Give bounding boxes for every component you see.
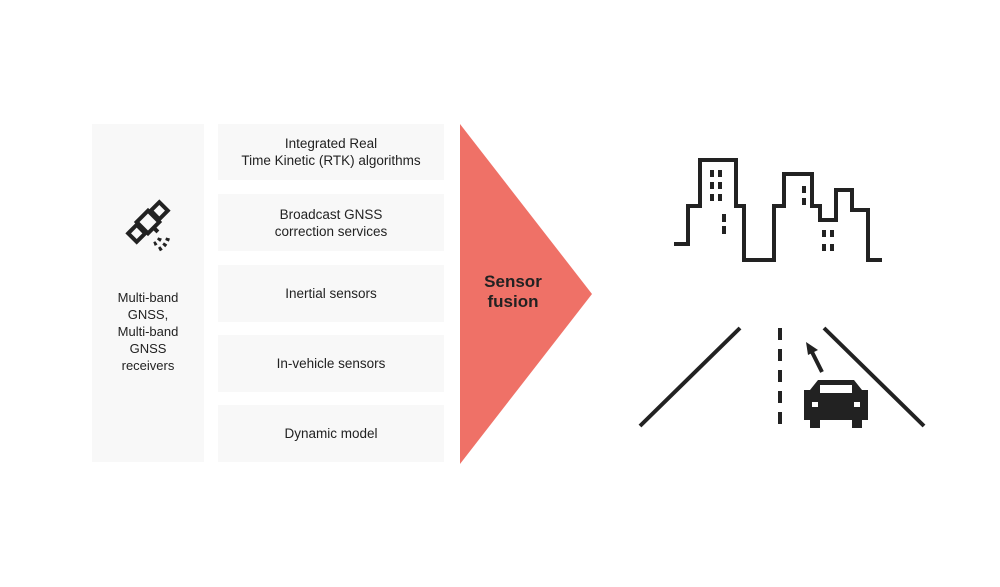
receivers-label-line: GNSS: [129, 341, 167, 356]
receivers-label: Multi-band GNSS, Multi-band GNSS receive…: [92, 289, 204, 374]
input-label-line: Time Kinetic (RTK) algorithms: [241, 153, 421, 168]
road-with-car-icon: [638, 326, 926, 428]
input-box-in-vehicle-sensors: In-vehicle sensors: [218, 335, 444, 392]
city-skyline-icon: [674, 158, 882, 262]
input-label-line: Inertial sensors: [285, 286, 377, 301]
sensor-fusion-label-line: fusion: [487, 292, 539, 311]
satellite-icon: [125, 199, 171, 252]
receivers-panel: Multi-band GNSS, Multi-band GNSS receive…: [92, 124, 204, 462]
sensor-fusion-label-line: Sensor: [484, 272, 542, 291]
input-box-dynamic-model: Dynamic model: [218, 405, 444, 462]
input-label-line: correction services: [274, 223, 388, 239]
receivers-label-line: Multi-band: [117, 324, 179, 339]
input-label-line: Broadcast GNSS: [279, 206, 383, 222]
input-label-line: Dynamic model: [284, 426, 378, 441]
input-box-inertial-sensors: Inertial sensors: [218, 265, 444, 322]
input-box-rtk: Integrated Real Time Kinetic (RTK) algor…: [218, 124, 444, 180]
sensor-fusion-arrow: [460, 124, 592, 464]
receivers-label-line: GNSS,: [127, 307, 169, 322]
input-label-line: In-vehicle sensors: [276, 356, 386, 371]
receivers-label-line: receivers: [121, 358, 175, 373]
receivers-label-line: Multi-band: [117, 290, 179, 305]
sensor-fusion-label: Sensor fusion: [468, 272, 558, 312]
input-box-correction-services: Broadcast GNSS correction services: [218, 194, 444, 251]
input-label-line: Integrated Real: [284, 136, 378, 151]
